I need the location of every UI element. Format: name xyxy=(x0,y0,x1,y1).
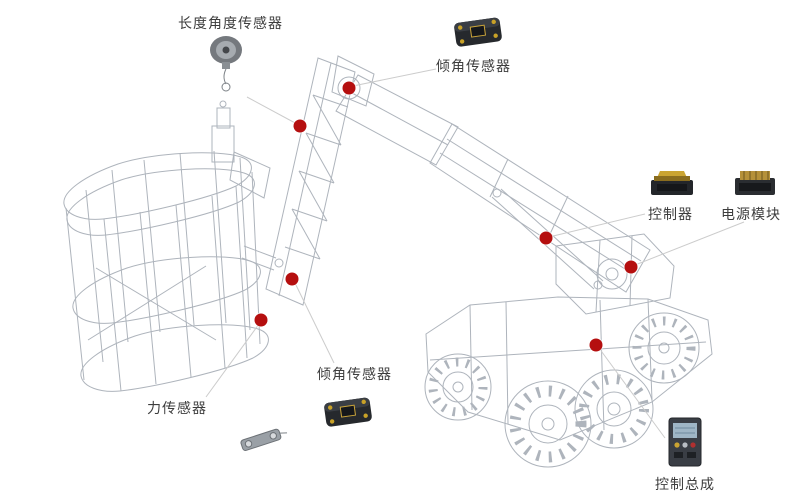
sensor-marker-boom-top-joint xyxy=(342,81,356,95)
controller-image xyxy=(651,171,693,195)
label-length-angle-sensor: 长度角度传感器 xyxy=(178,15,283,31)
sensor-marker-telescope-mid xyxy=(539,231,553,245)
label-power-module: 电源模块 xyxy=(721,206,781,222)
wheel-rear-left xyxy=(424,353,492,421)
wheel-rear-right xyxy=(628,312,700,384)
tilt-sensor-top-image xyxy=(454,17,502,47)
label-tilt-sensor-top: 倾角传感器 xyxy=(436,58,511,74)
leader-line xyxy=(205,323,260,398)
turret-wireframe xyxy=(555,233,675,315)
leader-line xyxy=(352,68,437,87)
sensor-marker-chassis-center xyxy=(589,338,603,352)
leader-line xyxy=(294,282,335,364)
sensor-marker-turret-right xyxy=(624,260,638,274)
wheel-front-right xyxy=(574,369,654,449)
power-module-image xyxy=(735,171,775,195)
leader-line xyxy=(598,347,666,439)
label-controller: 控制器 xyxy=(648,206,693,222)
leader-lines xyxy=(205,68,745,439)
sensor-marker-boom-upper xyxy=(293,119,307,133)
sensor-marker-basket-link xyxy=(254,313,268,327)
label-force-sensor: 力传感器 xyxy=(147,400,207,416)
length-angle-sensor-image xyxy=(210,36,242,92)
tilt-sensor-bottom-image xyxy=(324,397,372,427)
label-tilt-sensor-bottom: 倾角传感器 xyxy=(317,366,392,382)
leader-line xyxy=(634,221,745,266)
telescopic-boom-wireframe xyxy=(335,74,651,293)
leader-line xyxy=(246,96,298,125)
basket-wireframe xyxy=(63,100,284,392)
control-assembly-image xyxy=(668,417,702,467)
sensor-marker-lower-boom xyxy=(285,272,299,286)
wheel-front-left xyxy=(504,380,592,468)
force-sensor-image xyxy=(240,428,288,451)
leader-line xyxy=(548,213,646,238)
boom-riser-wireframe xyxy=(265,57,356,306)
label-control-assembly: 控制总成 xyxy=(655,476,715,492)
